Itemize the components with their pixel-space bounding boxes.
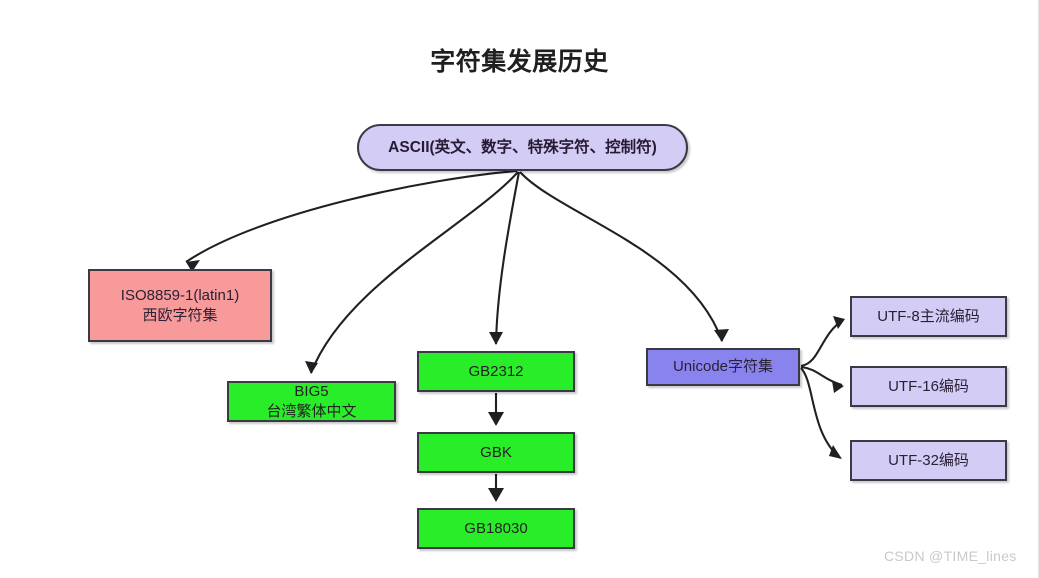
node-big5-label: BIG5 <box>294 383 329 401</box>
page-title: 字符集发展历史 <box>430 48 609 76</box>
edge-unicode-to-utf8 <box>800 316 845 368</box>
node-gb18030-label: GB18030 <box>464 519 528 537</box>
node-utf16-label: UTF-16编码 <box>888 377 969 395</box>
edge-gbk-to-gb18030 <box>488 474 504 502</box>
edge-unicode-to-utf32 <box>800 367 842 459</box>
edge-ascii-to-gb2312 <box>489 171 521 345</box>
node-big5-sublabel: 台湾繁体中文 <box>266 402 357 420</box>
watermark: CSDN @TIME_lines <box>884 548 1017 564</box>
node-gbk-label: GBK <box>480 443 512 461</box>
node-utf32[interactable]: UTF-32编码 <box>850 440 1007 481</box>
node-utf32-label: UTF-32编码 <box>888 451 969 469</box>
node-gb2312[interactable]: GB2312 <box>417 351 575 392</box>
node-unicode[interactable]: Unicode字符集 <box>646 348 800 386</box>
node-iso8859-1-label: ISO8859-1(latin1) <box>120 287 240 305</box>
node-utf8-label: UTF-8主流编码 <box>877 307 980 325</box>
edge-unicode-to-utf16 <box>800 365 844 393</box>
node-iso8859-1-sublabel: 西欧字符集 <box>142 306 218 324</box>
node-gb2312-label: GB2312 <box>468 362 524 380</box>
node-ascii-label: ASCII(英文、数字、特殊字符、控制符) <box>388 138 657 156</box>
node-ascii[interactable]: ASCII(英文、数字、特殊字符、控制符) <box>357 124 688 171</box>
node-utf16[interactable]: UTF-16编码 <box>850 366 1007 407</box>
node-utf8[interactable]: UTF-8主流编码 <box>850 296 1007 337</box>
edge-ascii-to-unicode <box>519 171 729 342</box>
node-iso8859-1[interactable]: ISO8859-1(latin1) 西欧字符集 <box>88 269 272 342</box>
node-unicode-label: Unicode字符集 <box>672 358 774 376</box>
node-gbk[interactable]: GBK <box>417 432 575 473</box>
edge-gb2312-to-gbk <box>488 393 504 426</box>
edge-ascii-to-big5 <box>305 171 519 374</box>
edge-ascii-to-iso <box>185 169 518 272</box>
node-big5[interactable]: BIG5 台湾繁体中文 <box>227 381 396 422</box>
node-gb18030[interactable]: GB18030 <box>417 508 575 549</box>
